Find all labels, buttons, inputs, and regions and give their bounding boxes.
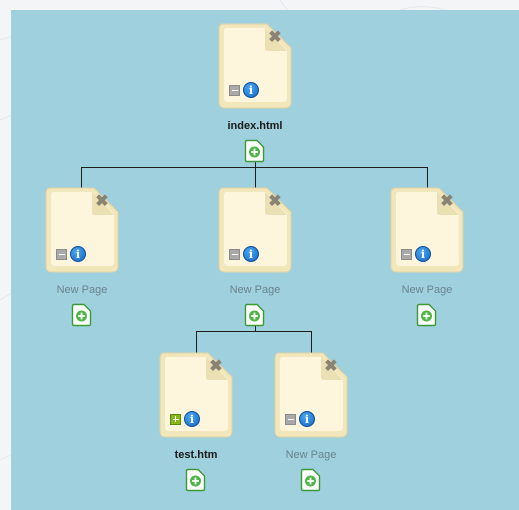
collapse-icon[interactable] xyxy=(285,414,296,425)
close-icon[interactable]: ✖ xyxy=(324,358,338,375)
add-page-icon[interactable] xyxy=(184,468,206,492)
page-node-grandchild: ✖ i New Page xyxy=(259,351,363,492)
close-icon[interactable]: ✖ xyxy=(440,193,454,210)
page-card[interactable]: ✖ i xyxy=(44,186,120,274)
info-icon[interactable]: i xyxy=(243,82,259,98)
add-page-icon[interactable] xyxy=(243,139,265,163)
add-page-icon[interactable] xyxy=(243,303,265,327)
page-label[interactable]: New Page xyxy=(56,284,108,296)
page-node-child: ✖ i New Page xyxy=(203,186,307,327)
page-node-grandchild: ✖ i test.htm xyxy=(144,351,248,492)
collapse-icon[interactable] xyxy=(56,249,67,260)
add-page-icon[interactable] xyxy=(70,303,92,327)
close-icon[interactable]: ✖ xyxy=(268,29,282,46)
expand-icon[interactable] xyxy=(170,414,181,425)
info-icon[interactable]: i xyxy=(184,411,200,427)
page-label[interactable]: test.htm xyxy=(174,449,218,461)
info-icon[interactable]: i xyxy=(415,246,431,262)
page-card[interactable]: ✖ i xyxy=(389,186,465,274)
page-label[interactable]: New Page xyxy=(285,449,337,461)
close-icon[interactable]: ✖ xyxy=(268,193,282,210)
collapse-icon[interactable] xyxy=(401,249,412,260)
page-node-root: ✖ i index.html xyxy=(203,22,307,163)
page-card[interactable]: ✖ i xyxy=(217,186,293,274)
close-icon[interactable]: ✖ xyxy=(209,358,223,375)
info-icon[interactable]: i xyxy=(243,246,259,262)
page-card[interactable]: ✖ i xyxy=(158,351,234,439)
page-document-icon xyxy=(45,187,119,273)
page-node-child: ✖ i New Page xyxy=(30,186,134,327)
page-card[interactable]: ✖ i xyxy=(273,351,349,439)
info-icon[interactable]: i xyxy=(70,246,86,262)
page-node-child: ✖ i New Page xyxy=(375,186,479,327)
add-page-icon[interactable] xyxy=(299,468,321,492)
page-label[interactable]: New Page xyxy=(229,284,281,296)
info-icon[interactable]: i xyxy=(299,411,315,427)
page-label[interactable]: index.html xyxy=(227,120,283,132)
page-document-icon xyxy=(159,352,233,438)
page-label[interactable]: New Page xyxy=(401,284,453,296)
page-card[interactable]: ✖ i xyxy=(217,22,293,110)
collapse-icon[interactable] xyxy=(229,249,240,260)
collapse-icon[interactable] xyxy=(229,85,240,96)
close-icon[interactable]: ✖ xyxy=(95,193,109,210)
add-page-icon[interactable] xyxy=(415,303,437,327)
